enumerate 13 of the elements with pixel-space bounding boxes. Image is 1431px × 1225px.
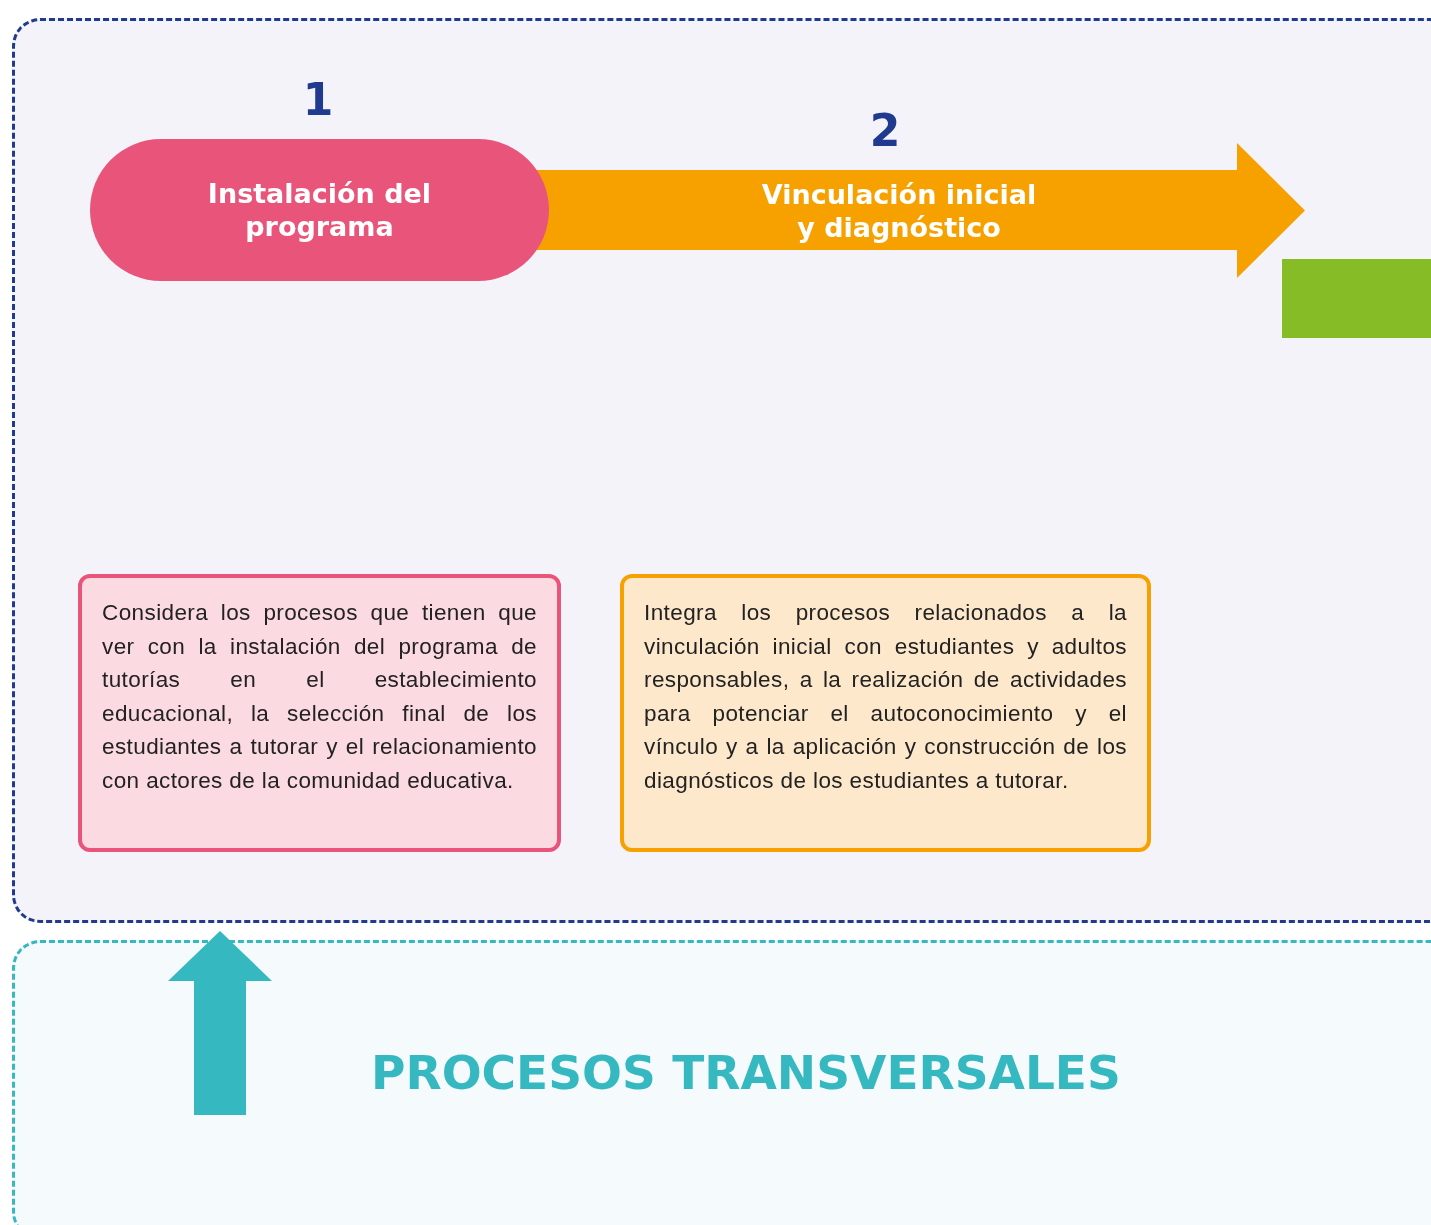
dashed-panel: [12, 18, 1431, 923]
description-text: Integra los procesos relacionados a la vinculación inicial con estudiantes y adultos responsables, a la realización de actividades para potenciar el autoconocimiento y el vínculo y a la aplicación y construcción de los diagnósticos de los estudiantes a tutorar.: [644, 599, 1127, 795]
block-arrow: [168, 931, 272, 1115]
description-card: [620, 574, 1151, 852]
section-title: PROCESOS TRANSVERSALES: [371, 1045, 1121, 1101]
step-bar: [1282, 259, 1431, 338]
step-title: Instalación del programa: [206, 177, 433, 243]
description-text: Considera los procesos que tienen que ver con la instalación del programa de tutorías en el establecimiento educacional, la selección final de los estudiantes a tutorar y el relacionamiento con actores de la comunidad educativa.: [102, 599, 537, 795]
step-number: 1: [301, 75, 335, 125]
description-card: [78, 574, 561, 852]
step-title: Vinculación inicial y diagnóstico: [760, 177, 1038, 244]
step-number: 2: [868, 106, 902, 156]
dashed-panel: [12, 940, 1431, 1225]
